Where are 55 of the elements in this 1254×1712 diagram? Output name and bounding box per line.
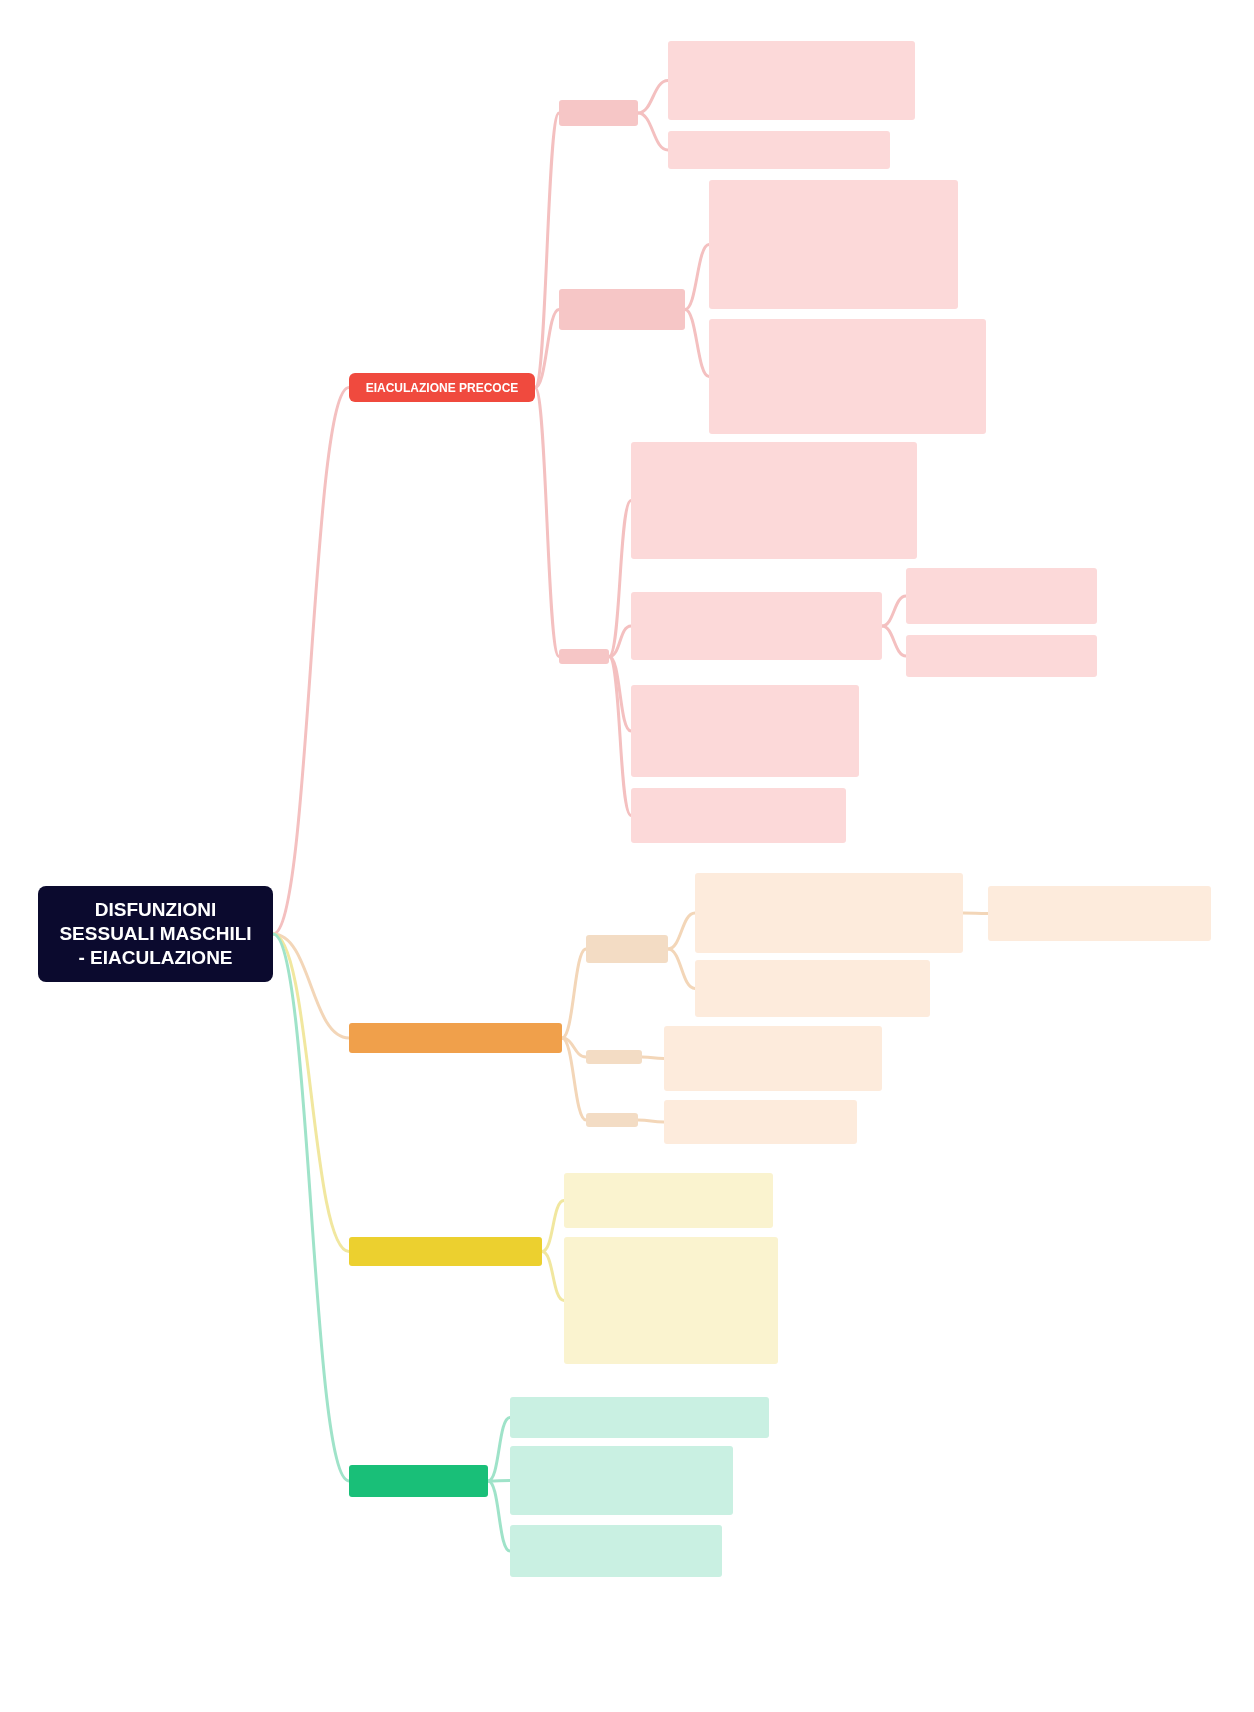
branch-line	[271, 933, 351, 1482]
branch-line	[533, 386, 561, 658]
topic-box	[988, 886, 1211, 941]
branch-line	[561, 947, 587, 1040]
branch-line	[637, 111, 669, 152]
topic-box	[709, 180, 958, 309]
main-topic: EIACULAZIONE PRECOCE	[349, 373, 535, 402]
branch-line	[541, 1250, 565, 1302]
topic-box	[664, 1026, 882, 1091]
branch-line	[487, 1479, 511, 1553]
topic-box	[906, 635, 1097, 677]
branch-line	[667, 911, 696, 951]
topic-box	[631, 592, 882, 660]
topic-box	[564, 1237, 778, 1364]
topic-box	[709, 319, 986, 434]
topic-box	[695, 873, 963, 953]
topic-box	[631, 442, 917, 559]
topic-box	[664, 1100, 857, 1144]
topic-box	[510, 1446, 733, 1515]
branch-line	[271, 386, 351, 935]
branch-line	[561, 1036, 587, 1122]
branch-line	[607, 499, 633, 658]
topic-box	[586, 935, 668, 963]
branch-line	[541, 1199, 565, 1253]
topic-box	[586, 1050, 642, 1064]
topic-box	[564, 1173, 773, 1228]
central-topic: DISFUNZIONI SESSUALI MASCHILI - EIACULAZIONE	[38, 886, 273, 982]
topic-box	[559, 649, 609, 664]
branch-line	[637, 1118, 665, 1124]
branch-line	[608, 655, 632, 733]
branch-line	[881, 624, 907, 658]
topic-box	[906, 568, 1097, 624]
branch-line	[534, 308, 560, 389]
topic-box	[631, 685, 859, 777]
topic-box	[559, 289, 685, 330]
topic-box	[631, 788, 846, 843]
topic-box	[510, 1397, 769, 1438]
topic-box	[559, 100, 638, 126]
branch-line	[488, 1479, 510, 1483]
topic-box	[349, 1023, 562, 1053]
branch-line	[642, 1055, 664, 1060]
topic-box	[586, 1113, 638, 1127]
branch-line	[684, 243, 710, 311]
topic-box	[668, 41, 915, 120]
branch-line	[607, 655, 633, 817]
topic-box	[349, 1237, 542, 1266]
branch-line	[881, 594, 907, 628]
topic-box	[510, 1525, 722, 1577]
topic-box	[668, 131, 890, 169]
branch-line	[963, 911, 988, 915]
branch-line	[684, 308, 710, 378]
topic-box	[695, 960, 930, 1017]
branch-line	[667, 947, 696, 990]
topic-box	[349, 1465, 488, 1497]
branch-line	[637, 79, 669, 115]
